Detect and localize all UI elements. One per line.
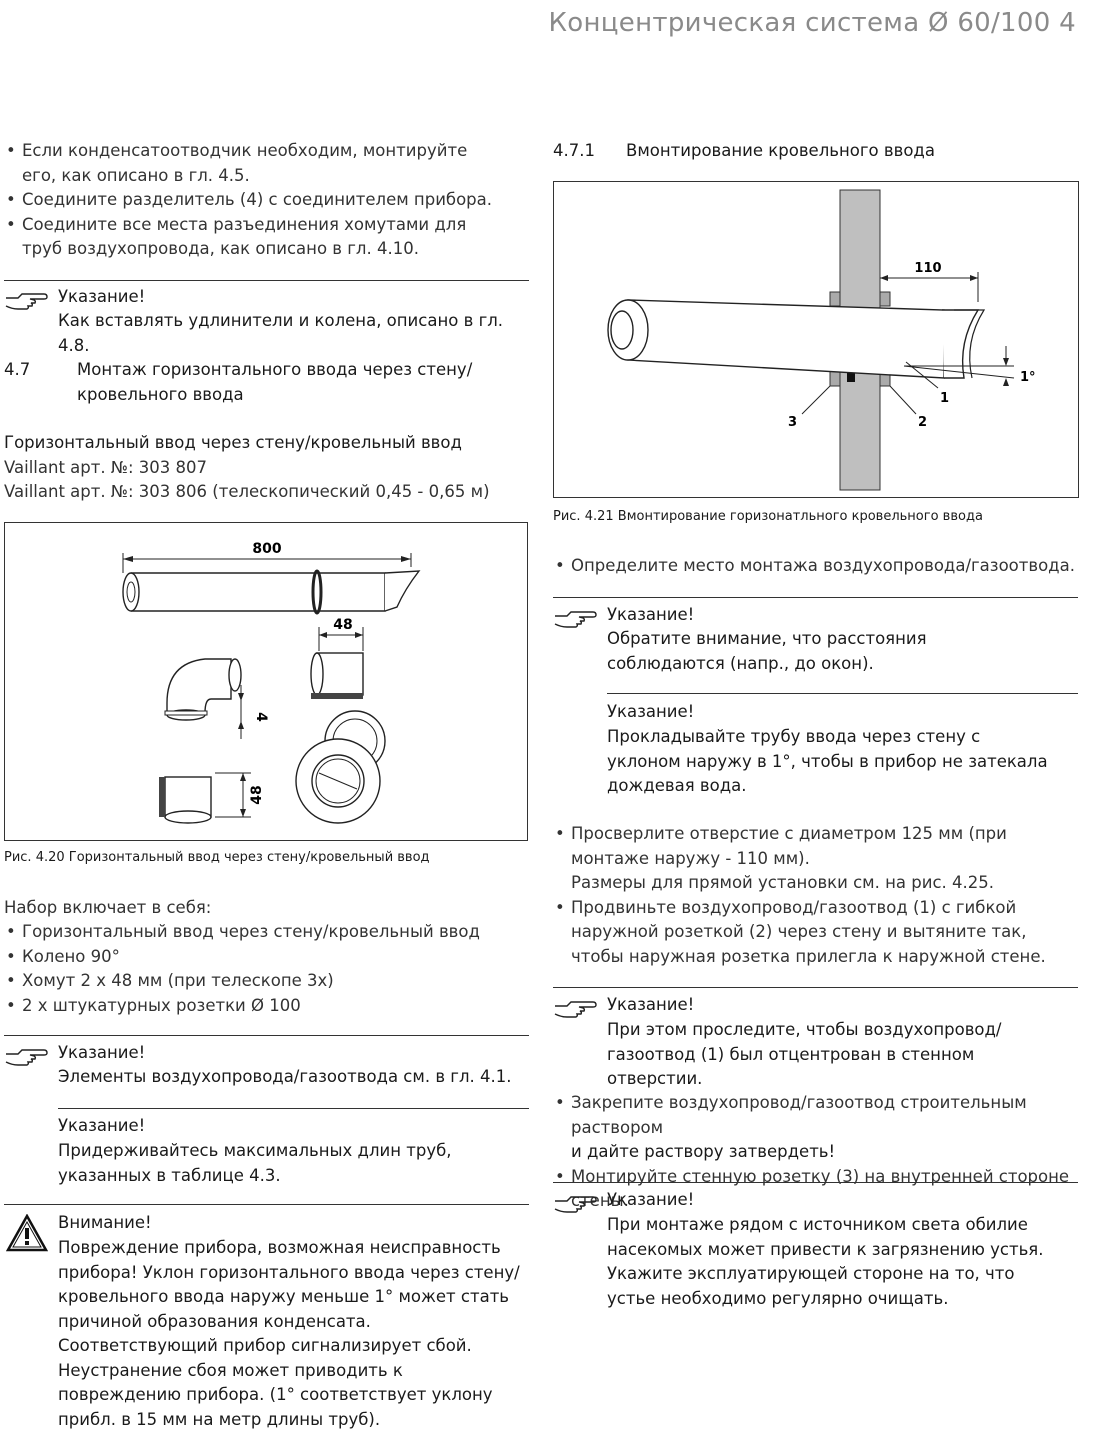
pointing-hand-icon: [554, 1196, 597, 1213]
product-title: Горизонтальный ввод через стену/кровельн…: [4, 433, 462, 452]
figure-4-20: 800 48 4: [4, 522, 528, 841]
list-item-text: и дайте раствору затвердеть!: [571, 1142, 836, 1161]
warning-triangle-icon: [6, 1214, 48, 1252]
figure-4-21-drawing: 110 1° 1 2 3: [607, 189, 1036, 491]
list-item: Хомут 2 х 48 мм (при телескопе 3х): [4, 969, 524, 994]
right-column: 4.7.1 Вмонтирование кровельного ввода 11: [553, 0, 1079, 1308]
warning-text: Повреждение прибора, возможная неисправн…: [58, 1238, 520, 1429]
divider: [4, 280, 529, 281]
section-title: Монтаж горизонтального ввода через стену…: [77, 360, 473, 379]
note-title: Указание!: [607, 995, 695, 1014]
note-text: При этом проследите, чтобы воздухопровод…: [607, 1020, 1002, 1088]
divider: [553, 597, 1078, 598]
figure-4-21-caption: Рис. 4.21 Вмонтирование горизонатльного …: [553, 509, 983, 524]
page-header-title: Концентрическая система Ø 60/100 4: [548, 8, 1076, 38]
dim-800-label: 800: [252, 541, 281, 557]
article-number-2: Vaillant арт. №: 303 806 (телескопически…: [4, 482, 490, 501]
figure-4-20-caption: Рис. 4.20 Горизонтальный ввод через стен…: [4, 850, 430, 865]
list-item: Продвиньте воздухопровод/газоотвод (1) с…: [553, 896, 1073, 970]
note-text: Элементы воздухопровода/газоотвода см. в…: [58, 1067, 512, 1086]
list-item: Монтируйте стенную розетку (3) на внутре…: [553, 1165, 1078, 1214]
pointing-hand-icon: [5, 293, 48, 310]
list-item: Горизонтальный ввод через стену/кровельн…: [4, 920, 524, 945]
angle-label: 1°: [1020, 370, 1036, 385]
list-item: Колено 90°: [4, 945, 524, 970]
bullet-list-top: Если конденсатоотводчик необходим, монти…: [4, 139, 504, 262]
list-item: Просверлите отверстие с диаметром 125 мм…: [553, 822, 1073, 871]
part-label-3: 3: [788, 415, 797, 430]
pointing-hand-icon: [554, 1001, 597, 1018]
divider: [4, 1204, 529, 1205]
subsection-number: 4.7.1: [553, 141, 595, 160]
note-title: Указание!: [58, 287, 146, 306]
note-text: Обратите внимание, что расстояния соблюд…: [607, 629, 927, 673]
note-text: Как вставлять удлинители и колена, описа…: [58, 311, 504, 355]
list-item-text: Закрепите воздухопровод/газоотвод строит…: [571, 1093, 1027, 1137]
divider: [4, 1035, 529, 1036]
article-number-1: Vaillant арт. №: 303 807: [4, 458, 208, 477]
note-title: Указание!: [607, 1190, 695, 1209]
note-title: Указание!: [607, 605, 695, 624]
divider: [58, 1108, 529, 1109]
list-item-continuation: Размеры для прямой установки см. на рис.…: [571, 873, 994, 892]
kit-intro: Набор включает в себя:: [4, 898, 212, 917]
section-title-cont: кровельного ввода: [77, 385, 244, 404]
list-item: Соедините все места разъединения хомутам…: [4, 213, 504, 262]
pointing-hand-icon: [5, 1049, 48, 1066]
list-item: Соедините разделитель (4) с соединителем…: [4, 188, 504, 213]
dim-48b-label: 48: [249, 785, 265, 804]
dim-4-label: 4: [253, 712, 269, 722]
pointing-hand-icon: [554, 611, 597, 628]
divider: [553, 1182, 1078, 1183]
warning-title: Внимание!: [58, 1213, 152, 1232]
divider: [607, 693, 1078, 694]
part-label-1: 1: [940, 391, 949, 406]
list-item: Определите место монтажа воздухопровода/…: [553, 554, 1081, 579]
note-text: При монтаже рядом с источником света оби…: [607, 1215, 1044, 1308]
note-title: Указание!: [58, 1116, 146, 1135]
section-number: 4.7: [4, 360, 31, 379]
figure-4-21: 110 1° 1 2 3: [553, 181, 1079, 498]
note-text: Прокладывайте трубу ввода через стену с …: [607, 727, 1048, 795]
figure-4-20-drawing: 800 48 4: [122, 541, 421, 824]
note-title: Указание!: [58, 1043, 146, 1062]
bullet-list-drilling: Просверлите отверстие с диаметром 125 мм…: [553, 822, 1073, 969]
kit-list: Горизонтальный ввод через стену/кровельн…: [4, 920, 524, 1018]
divider: [553, 987, 1078, 988]
note-text: Придерживайтесь максимальных длин труб, …: [58, 1141, 452, 1185]
dim-48a-label: 48: [333, 617, 352, 633]
list-item: Закрепите воздухопровод/газоотвод строит…: [553, 1091, 1078, 1165]
part-label-2: 2: [918, 415, 927, 430]
bullet-list-fixing: Закрепите воздухопровод/газоотвод строит…: [553, 1091, 1078, 1214]
note-title: Указание!: [607, 702, 695, 721]
dim-110-label: 110: [914, 261, 941, 276]
list-item: Если конденсатоотводчик необходим, монти…: [4, 139, 504, 188]
subsection-title: Вмонтирование кровельного ввода: [626, 141, 935, 160]
list-item: 2 х штукатурных розетки Ø 100: [4, 994, 524, 1019]
